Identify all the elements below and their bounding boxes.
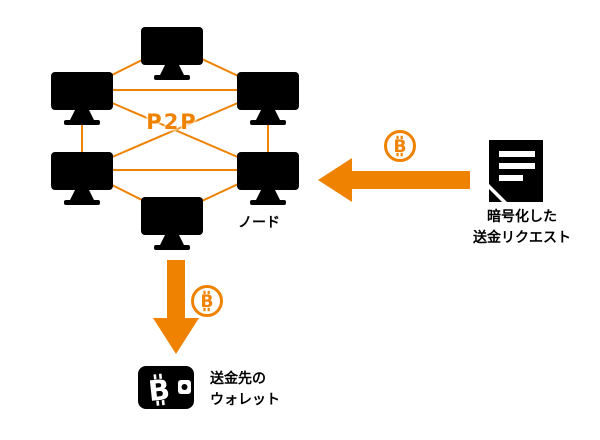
computer-node-icon — [51, 72, 113, 125]
wallet-icon: B — [138, 366, 194, 409]
bitcoin-icon: B — [191, 285, 223, 317]
computer-node-icon — [237, 152, 299, 205]
node-label: ノード — [238, 215, 280, 231]
encrypted-request-label: 暗号化した 送金リクエスト — [452, 207, 592, 249]
wallet-label: 送金先の ウォレット — [210, 369, 280, 411]
arrow-left-icon — [318, 158, 470, 202]
encrypted-request-label-line2: 送金リクエスト — [473, 230, 571, 246]
computer-node-icon — [141, 197, 203, 250]
computer-node-icon — [51, 152, 113, 205]
bitcoin-icon: B — [384, 130, 416, 162]
transfer-arrows — [153, 158, 470, 354]
p2p-label: P2P — [146, 110, 198, 134]
encrypted-request-label-line1: 暗号化した — [487, 209, 557, 225]
computer-node-icon — [237, 72, 299, 125]
computer-node-icon — [141, 27, 203, 80]
encrypted-request-document-icon — [489, 140, 543, 202]
bitcoin-letter: B — [201, 292, 214, 312]
bitcoin-letter: B — [394, 137, 407, 157]
wallet-label-line2: ウォレット — [210, 392, 280, 408]
arrow-down-icon — [153, 260, 199, 354]
wallet-label-line1: 送金先の — [210, 371, 266, 387]
bitcoin-letter: B — [147, 373, 172, 408]
